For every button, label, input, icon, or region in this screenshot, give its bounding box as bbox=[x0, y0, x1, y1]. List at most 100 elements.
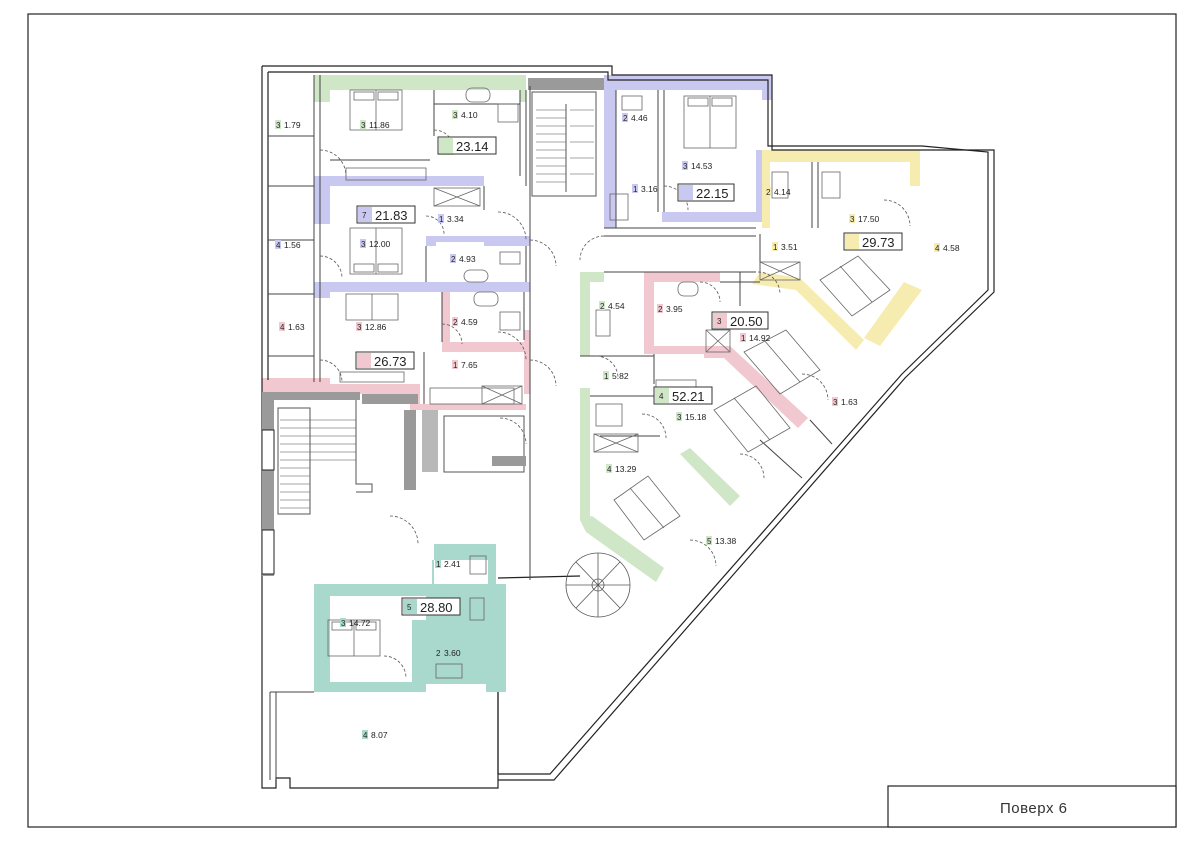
zone-pink-left bbox=[442, 292, 530, 394]
svg-text:2: 2 bbox=[623, 114, 628, 123]
svg-text:11.86: 11.86 bbox=[369, 120, 390, 130]
svg-text:3: 3 bbox=[833, 398, 838, 407]
svg-text:1.56: 1.56 bbox=[284, 240, 301, 250]
svg-text:2: 2 bbox=[436, 649, 441, 658]
zone-pink-right-top bbox=[644, 272, 720, 354]
svg-text:3.34: 3.34 bbox=[447, 214, 464, 224]
zone-green-big-wing bbox=[680, 448, 740, 506]
svg-text:2: 2 bbox=[600, 302, 605, 311]
svg-text:2.41: 2.41 bbox=[444, 559, 461, 569]
svg-text:5.82: 5.82 bbox=[612, 371, 629, 381]
svg-text:4.14: 4.14 bbox=[774, 187, 791, 197]
svg-text:1: 1 bbox=[439, 215, 444, 224]
total-area-box: 26.73 bbox=[355, 351, 415, 370]
zone-green-top bbox=[314, 75, 526, 102]
floor-label: Поверх 6 bbox=[1000, 800, 1067, 817]
svg-text:3.51: 3.51 bbox=[781, 242, 798, 252]
svg-text:3: 3 bbox=[341, 619, 346, 628]
svg-text:4: 4 bbox=[276, 241, 281, 250]
svg-text:4.93: 4.93 bbox=[459, 254, 476, 264]
svg-text:4.59: 4.59 bbox=[461, 317, 478, 327]
sheet-frame bbox=[27, 13, 1177, 828]
svg-text:3.60: 3.60 bbox=[444, 648, 461, 658]
stairwell-left bbox=[261, 392, 418, 576]
svg-text:26.73: 26.73 bbox=[374, 354, 407, 369]
zone-yellow-top bbox=[762, 150, 920, 228]
svg-text:3.16: 3.16 bbox=[641, 184, 658, 194]
svg-text:13.29: 13.29 bbox=[615, 464, 637, 474]
svg-text:7.65: 7.65 bbox=[461, 360, 478, 370]
furniture-left bbox=[339, 87, 523, 405]
total-area-box: 3 20.50 bbox=[711, 311, 769, 330]
zone-blue-left-bottom bbox=[314, 282, 530, 298]
svg-text:2: 2 bbox=[451, 255, 456, 264]
svg-text:4.10: 4.10 bbox=[461, 110, 478, 120]
interior-walls-left bbox=[268, 75, 531, 580]
zone-green-big-diag bbox=[580, 516, 664, 582]
svg-text:1.63: 1.63 bbox=[288, 322, 305, 332]
svg-text:4.54: 4.54 bbox=[608, 301, 625, 311]
spiral-stair bbox=[565, 552, 631, 618]
total-area-box: 7 21.83 bbox=[356, 205, 416, 224]
svg-text:4: 4 bbox=[659, 392, 664, 401]
zone-green-big-mid bbox=[580, 388, 590, 520]
zone-blue-left-bar bbox=[314, 176, 484, 224]
svg-text:1: 1 bbox=[604, 372, 609, 381]
svg-text:7: 7 bbox=[362, 211, 367, 220]
svg-text:4.58: 4.58 bbox=[943, 243, 960, 253]
furniture-right bbox=[327, 95, 891, 679]
zone-yellow-right bbox=[864, 282, 922, 346]
apartment-color-zones bbox=[262, 75, 922, 692]
svg-text:23.14: 23.14 bbox=[456, 139, 489, 154]
zone-blue-top-left bbox=[604, 108, 616, 228]
svg-text:22.15: 22.15 bbox=[696, 186, 729, 201]
svg-text:3: 3 bbox=[677, 413, 682, 422]
svg-text:13.38: 13.38 bbox=[715, 536, 737, 546]
total-area-box: 23.14 bbox=[437, 136, 497, 155]
svg-text:3.95: 3.95 bbox=[666, 304, 683, 314]
zone-teal bbox=[314, 544, 506, 692]
service-core bbox=[422, 410, 526, 473]
svg-text:2: 2 bbox=[658, 305, 663, 314]
svg-text:52.21: 52.21 bbox=[672, 389, 705, 404]
svg-text:12.00: 12.00 bbox=[369, 239, 391, 249]
svg-text:3: 3 bbox=[361, 121, 366, 130]
svg-text:3: 3 bbox=[453, 111, 458, 120]
svg-text:2: 2 bbox=[453, 318, 458, 327]
total-area-box: 29.73 bbox=[843, 232, 903, 251]
svg-text:14.92: 14.92 bbox=[749, 333, 771, 343]
interior-walls-right bbox=[580, 90, 833, 479]
title-block bbox=[887, 785, 1177, 828]
svg-text:5: 5 bbox=[407, 603, 412, 612]
total-area-box: 22.15 bbox=[677, 183, 735, 202]
svg-text:28.80: 28.80 bbox=[420, 600, 453, 615]
svg-text:3: 3 bbox=[357, 323, 362, 332]
apartment-totals: 23.14 7 21.83 26.73 22.15 29.73 3 20.5 bbox=[355, 136, 903, 616]
svg-text:4: 4 bbox=[280, 323, 285, 332]
svg-text:8.07: 8.07 bbox=[371, 730, 388, 740]
svg-text:2: 2 bbox=[766, 188, 771, 197]
svg-text:1: 1 bbox=[741, 334, 746, 343]
svg-text:1: 1 bbox=[773, 243, 778, 252]
zone-blue-top bbox=[604, 75, 772, 108]
